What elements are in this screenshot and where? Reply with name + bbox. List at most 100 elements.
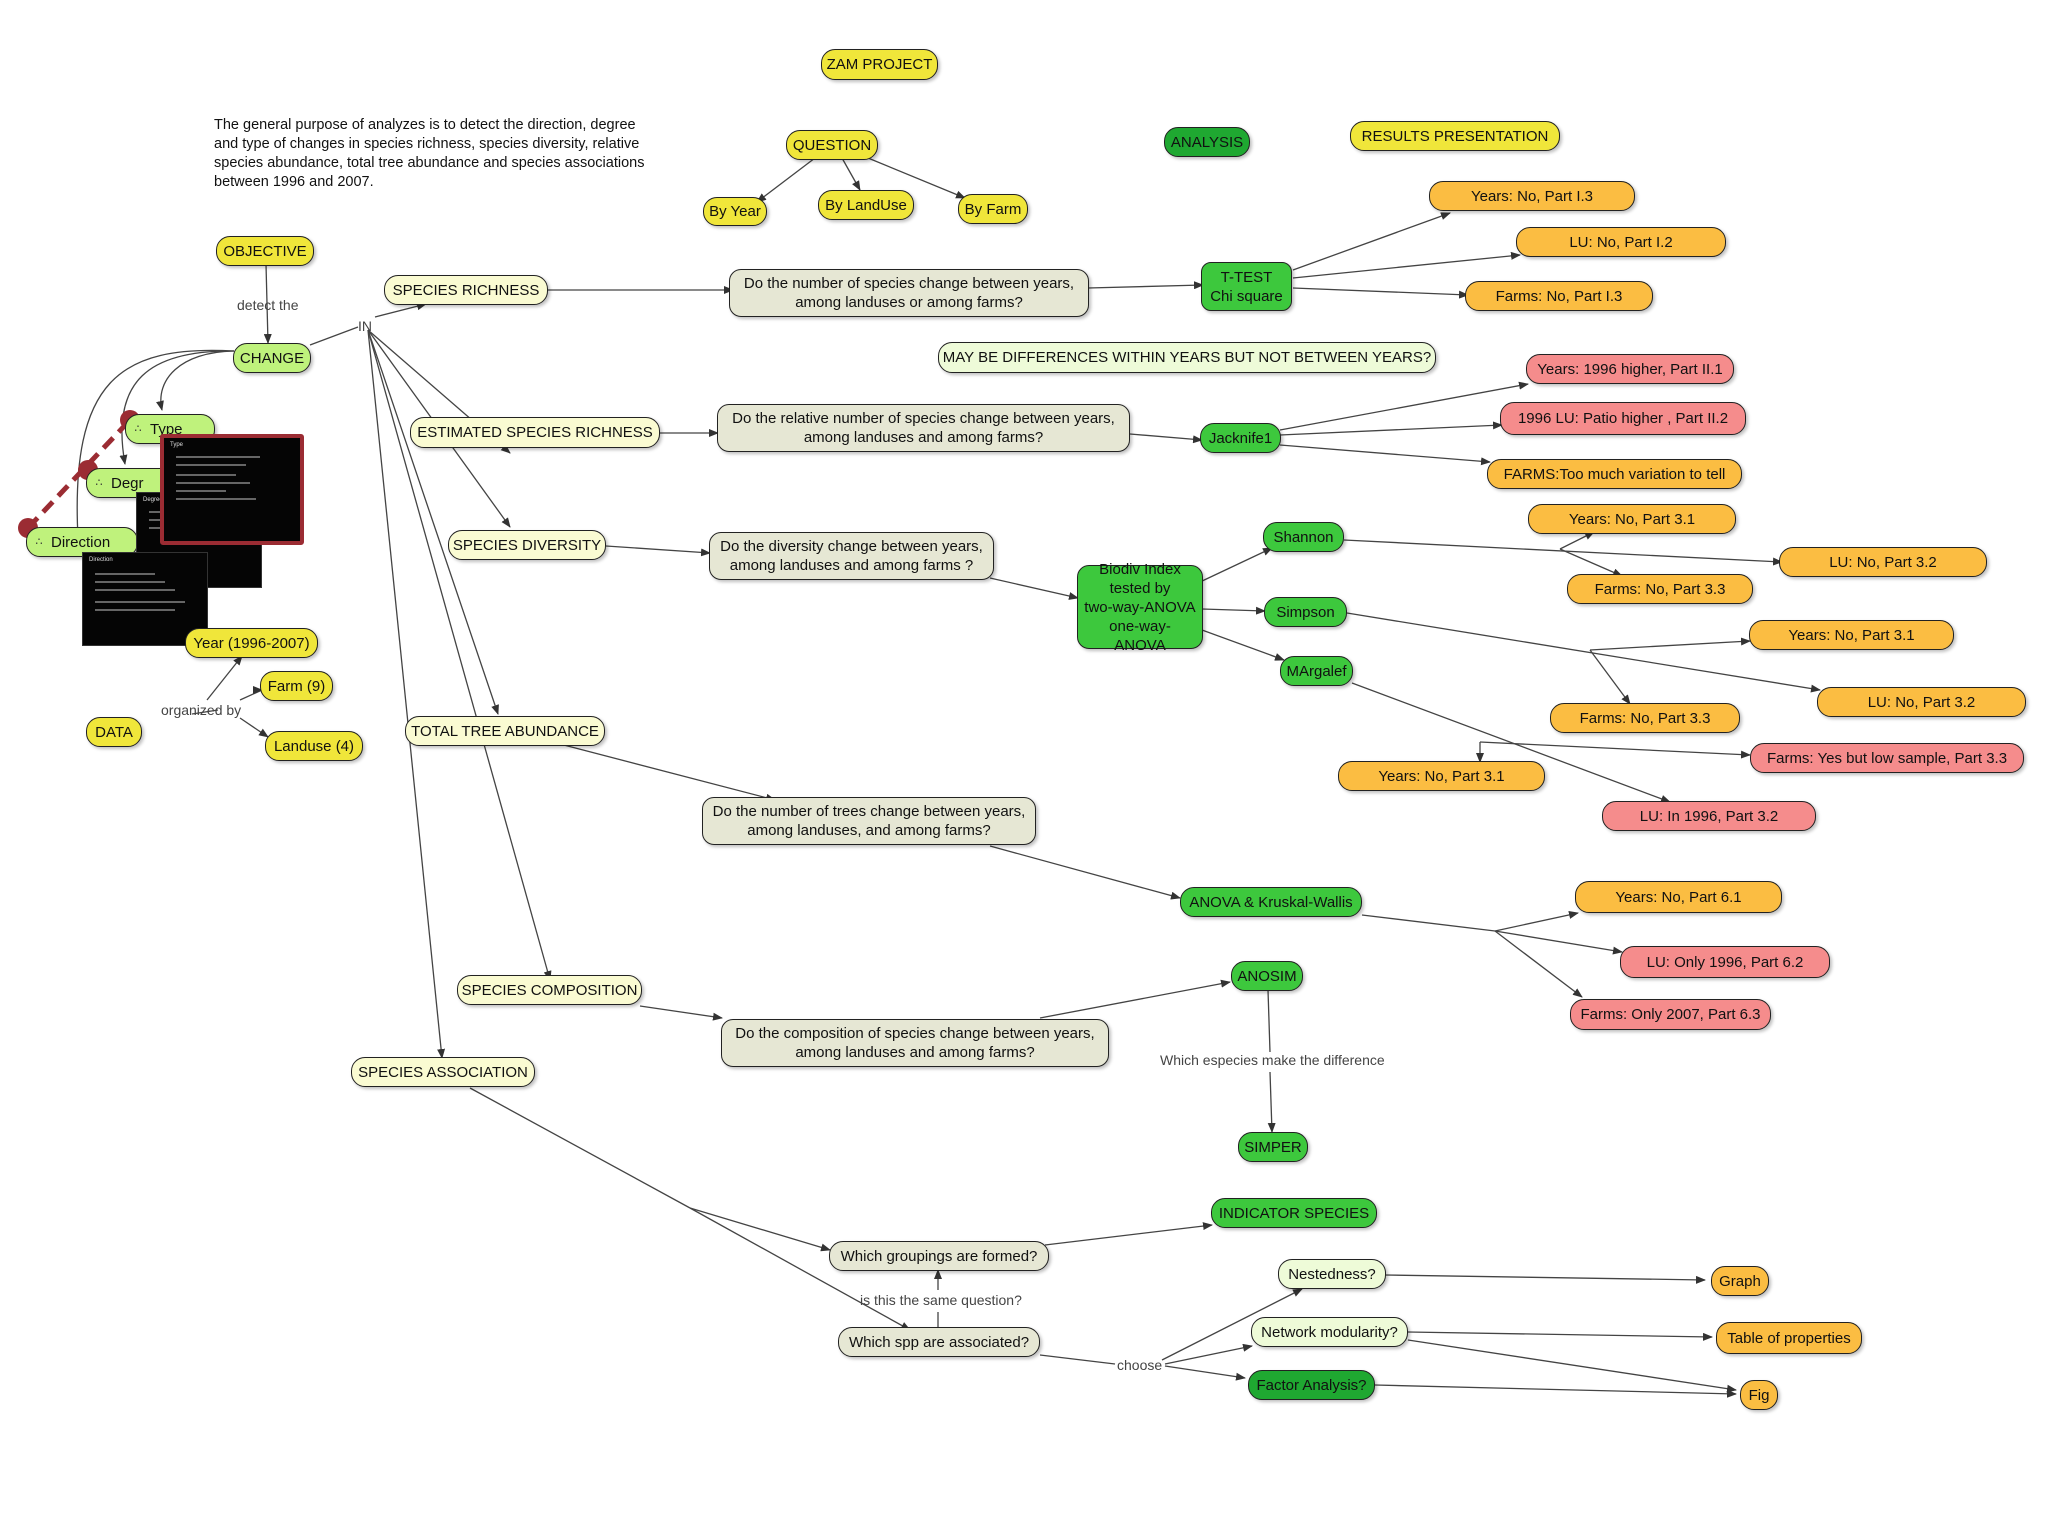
result-simpson-farms[interactable]: Farms: No, Part 3.3 [1550, 703, 1740, 733]
species-composition-node[interactable]: SPECIES COMPOSITION [457, 975, 642, 1005]
species-richness-node[interactable]: SPECIES RICHNESS [384, 275, 548, 305]
associated-question[interactable]: Which spp are associated? [838, 1327, 1040, 1357]
result-margalef-farms[interactable]: Farms: Yes but low sample, Part 3.3 [1750, 743, 2024, 773]
total-tree-abundance-node[interactable]: TOTAL TREE ABUNDANCE [405, 716, 605, 746]
edge-shannon-r7 [1560, 532, 1594, 549]
edge-groups-indicator [1045, 1225, 1212, 1245]
diversity-question[interactable]: Do the diversity change between years, a… [709, 532, 994, 580]
edge-jack-r5 [1280, 425, 1502, 435]
type-popup[interactable]: Type [160, 434, 304, 545]
edge-network-fig [1408, 1340, 1736, 1390]
direction-popup-title: Direction [89, 557, 113, 563]
edge-change-in [310, 327, 358, 345]
edge-nested-graph [1385, 1275, 1705, 1280]
result-richness-farms[interactable]: Farms: No, Part I.3 [1465, 281, 1653, 311]
indicator-species-node[interactable]: INDICATOR SPECIES [1211, 1198, 1377, 1228]
landuse-node[interactable]: Landuse (4) [265, 731, 363, 761]
farm-node[interactable]: Farm (9) [260, 671, 333, 701]
species-diversity-node[interactable]: SPECIES DIVERSITY [448, 530, 606, 560]
biodiv-index-node[interactable]: Biodiv Index tested by two-way-ANOVA one… [1077, 565, 1203, 649]
edge-assoc-trunk [470, 1088, 690, 1208]
simpson-node[interactable]: Simpson [1264, 597, 1347, 627]
nestedness-node[interactable]: Nestedness? [1278, 1259, 1386, 1289]
edge-jack-r6 [1280, 445, 1490, 462]
result-est-years[interactable]: Years: 1996 higher, Part II.1 [1526, 354, 1734, 384]
result-anova-lu[interactable]: LU: Only 1996, Part 6.2 [1620, 946, 1830, 978]
result-margalef-years[interactable]: Years: No, Part 3.1 [1338, 761, 1545, 791]
organized-by-label: organized by [161, 702, 241, 718]
results-presentation-node[interactable]: RESULTS PRESENTATION [1350, 121, 1560, 151]
by-landuse-node[interactable]: By LandUse [818, 190, 914, 220]
fig-node[interactable]: Fig [1740, 1380, 1778, 1410]
change-node[interactable]: CHANGE [233, 343, 311, 373]
margalef-node[interactable]: MArgalef [1280, 656, 1353, 686]
richness-question[interactable]: Do the number of species change between … [729, 269, 1089, 317]
direction-label: Direction [51, 533, 110, 552]
edge-anova-branch [1362, 915, 1495, 931]
result-anova-years[interactable]: Years: No, Part 6.1 [1575, 881, 1782, 913]
composition-question[interactable]: Do the composition of species change bet… [721, 1019, 1109, 1067]
species-association-node[interactable]: SPECIES ASSOCIATION [351, 1057, 535, 1087]
edge-factor-fig [1375, 1385, 1736, 1394]
jacknife-node[interactable]: Jacknife1 [1200, 423, 1281, 453]
data-node[interactable]: DATA [86, 717, 142, 747]
popup-text-line [95, 601, 185, 603]
result-est-farms[interactable]: FARMS:Too much variation to tell [1487, 459, 1742, 489]
result-shannon-years[interactable]: Years: No, Part 3.1 [1528, 504, 1736, 534]
result-est-lu[interactable]: 1996 LU: Patio higher , Part II.2 [1500, 402, 1746, 435]
detect-the-label: detect the [237, 297, 299, 313]
popup-text-line [176, 474, 236, 476]
graph-node[interactable]: Graph [1711, 1266, 1769, 1296]
project-title[interactable]: ZAM PROJECT [821, 49, 938, 80]
factor-analysis-node[interactable]: Factor Analysis? [1248, 1370, 1375, 1400]
same-question-label: is this the same question? [860, 1292, 1022, 1308]
result-shannon-farms[interactable]: Farms: No, Part 3.3 [1567, 574, 1753, 604]
subconcept-icon: ∴ [93, 474, 105, 493]
analysis-node[interactable]: ANALYSIS [1164, 127, 1250, 157]
edge-data-year [207, 656, 242, 700]
estimated-richness-node[interactable]: ESTIMATED SPECIES RICHNESS [410, 417, 660, 448]
result-richness-years[interactable]: Years: No, Part I.3 [1429, 181, 1635, 211]
groupings-question[interactable]: Which groupings are formed? [829, 1241, 1049, 1271]
by-year-node[interactable]: By Year [703, 197, 767, 226]
table-of-properties-node[interactable]: Table of properties [1716, 1322, 1862, 1354]
ttest-node[interactable]: T-TEST Chi square [1201, 262, 1292, 311]
edge-anova-r16 [1495, 913, 1578, 931]
simper-node[interactable]: SIMPER [1238, 1132, 1308, 1162]
edge-question-bylanduse [842, 158, 860, 190]
edge-in-richness [375, 304, 426, 317]
anosim-node[interactable]: ANOSIM [1231, 961, 1303, 991]
year-node[interactable]: Year (1996-2007) [185, 628, 318, 658]
subconcept-icon: ∴ [132, 420, 144, 439]
by-farm-node[interactable]: By Farm [958, 194, 1028, 224]
edge-anosim-label [1268, 990, 1270, 1052]
edge-data-landuse [240, 718, 268, 737]
result-simpson-years[interactable]: Years: No, Part 3.1 [1749, 620, 1954, 650]
result-shannon-lu[interactable]: LU: No, Part 3.2 [1779, 547, 1987, 577]
edge-anova-r17 [1495, 931, 1622, 952]
network-modularity-node[interactable]: Network modularity? [1251, 1317, 1408, 1347]
trees-question[interactable]: Do the number of trees change between ye… [702, 797, 1036, 845]
est-richness-question[interactable]: Do the relative number of species change… [717, 404, 1130, 452]
edge-network-table [1408, 1332, 1712, 1337]
edge-q-anova [990, 846, 1180, 898]
shannon-node[interactable]: Shannon [1263, 522, 1344, 552]
edge-choose-network [1165, 1346, 1252, 1364]
edge-q-anosim [1040, 982, 1230, 1018]
edge-spp-choose [1040, 1355, 1115, 1364]
result-margalef-lu[interactable]: LU: In 1996, Part 3.2 [1602, 801, 1816, 831]
result-anova-farms[interactable]: Farms: Only 2007, Part 6.3 [1570, 999, 1771, 1030]
objective-node[interactable]: OBJECTIVE [216, 236, 314, 266]
question-node[interactable]: QUESTION [786, 130, 878, 160]
in-label: IN [358, 318, 372, 334]
anova-kruskal-node[interactable]: ANOVA & Kruskal-Wallis [1180, 887, 1362, 917]
maybe-differences-node[interactable]: MAY BE DIFFERENCES WITHIN YEARS BUT NOT … [938, 342, 1436, 373]
edge-margalef-r13 [1480, 742, 1750, 755]
result-simpson-lu[interactable]: LU: No, Part 3.2 [1817, 687, 2026, 717]
popup-text-line [176, 490, 226, 492]
edge-assoc-groups [690, 1208, 830, 1250]
degree-label: Degr [111, 474, 144, 493]
popup-text-line [95, 573, 155, 575]
edge-q-jacknife [1130, 434, 1202, 440]
result-richness-lu[interactable]: LU: No, Part I.2 [1516, 227, 1726, 257]
